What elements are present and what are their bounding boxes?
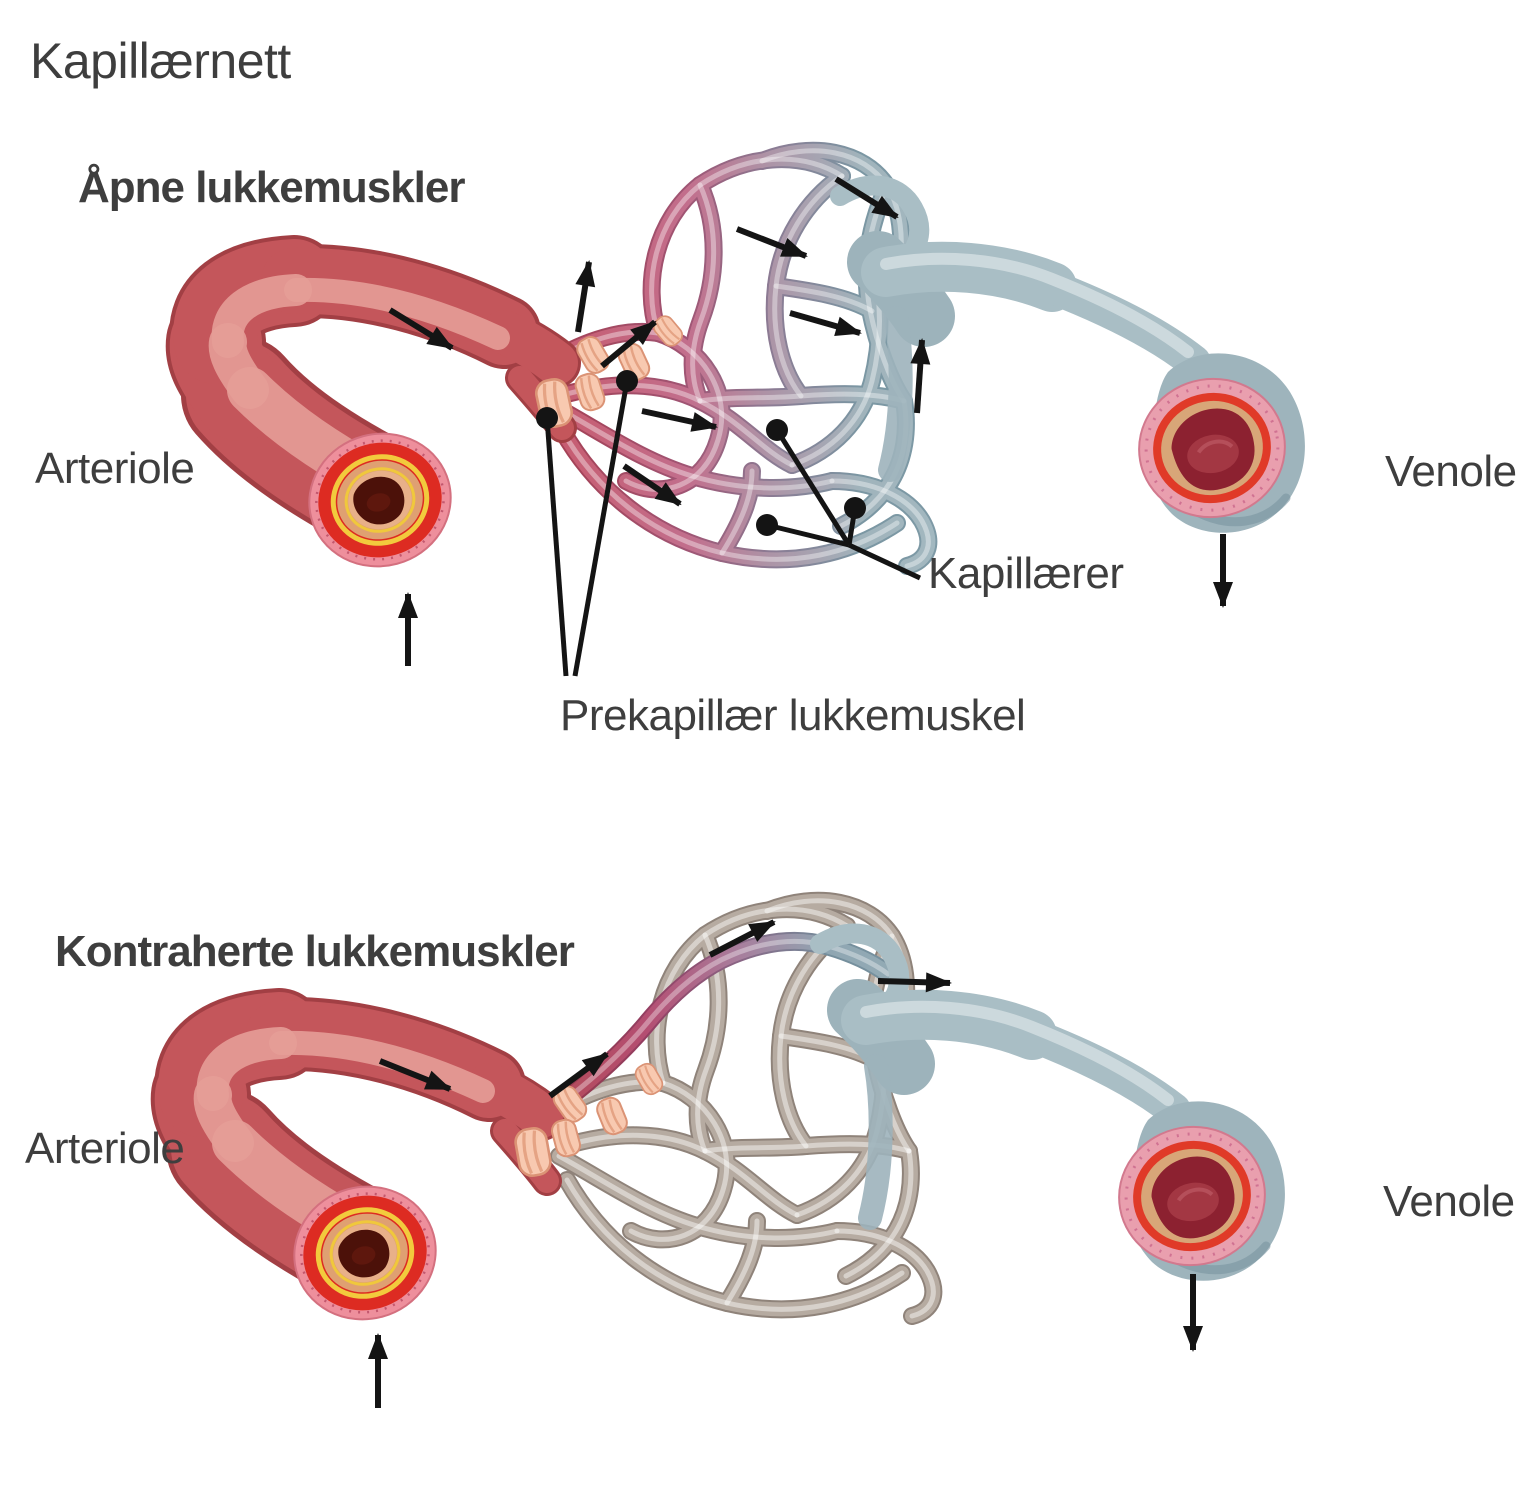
arteriole-label-contracted: Arteriole bbox=[25, 1124, 184, 1173]
precapillary-sphincter-label: Prekapillær lukkemuskel bbox=[560, 691, 1025, 740]
open-sphincters-heading: Åpne lukkemuskler bbox=[78, 163, 465, 212]
venole-label-contracted: Venole bbox=[1383, 1177, 1515, 1226]
venole-label-open: Venole bbox=[1385, 447, 1517, 496]
contracted-sphincters-diagram: Kontraherte lukkemuskler Arteriole Venol… bbox=[25, 901, 1515, 1408]
flow-arrows-open bbox=[388, 176, 1233, 666]
capillaries-label: Kapillærer bbox=[928, 549, 1124, 598]
arteriole-label-open: Arteriole bbox=[35, 444, 194, 493]
flow-arrows-contracted bbox=[368, 919, 1203, 1408]
sphincter-pointer-lines bbox=[536, 370, 638, 677]
open-sphincters-diagram: Kapillærnett Åpne lukkemuskler Arteriole… bbox=[30, 33, 1517, 740]
capillaries-pointer-lines bbox=[756, 419, 922, 581]
contracted-sphincters-heading: Kontraherte lukkemuskler bbox=[55, 927, 575, 976]
page-title: Kapillærnett bbox=[30, 33, 291, 89]
